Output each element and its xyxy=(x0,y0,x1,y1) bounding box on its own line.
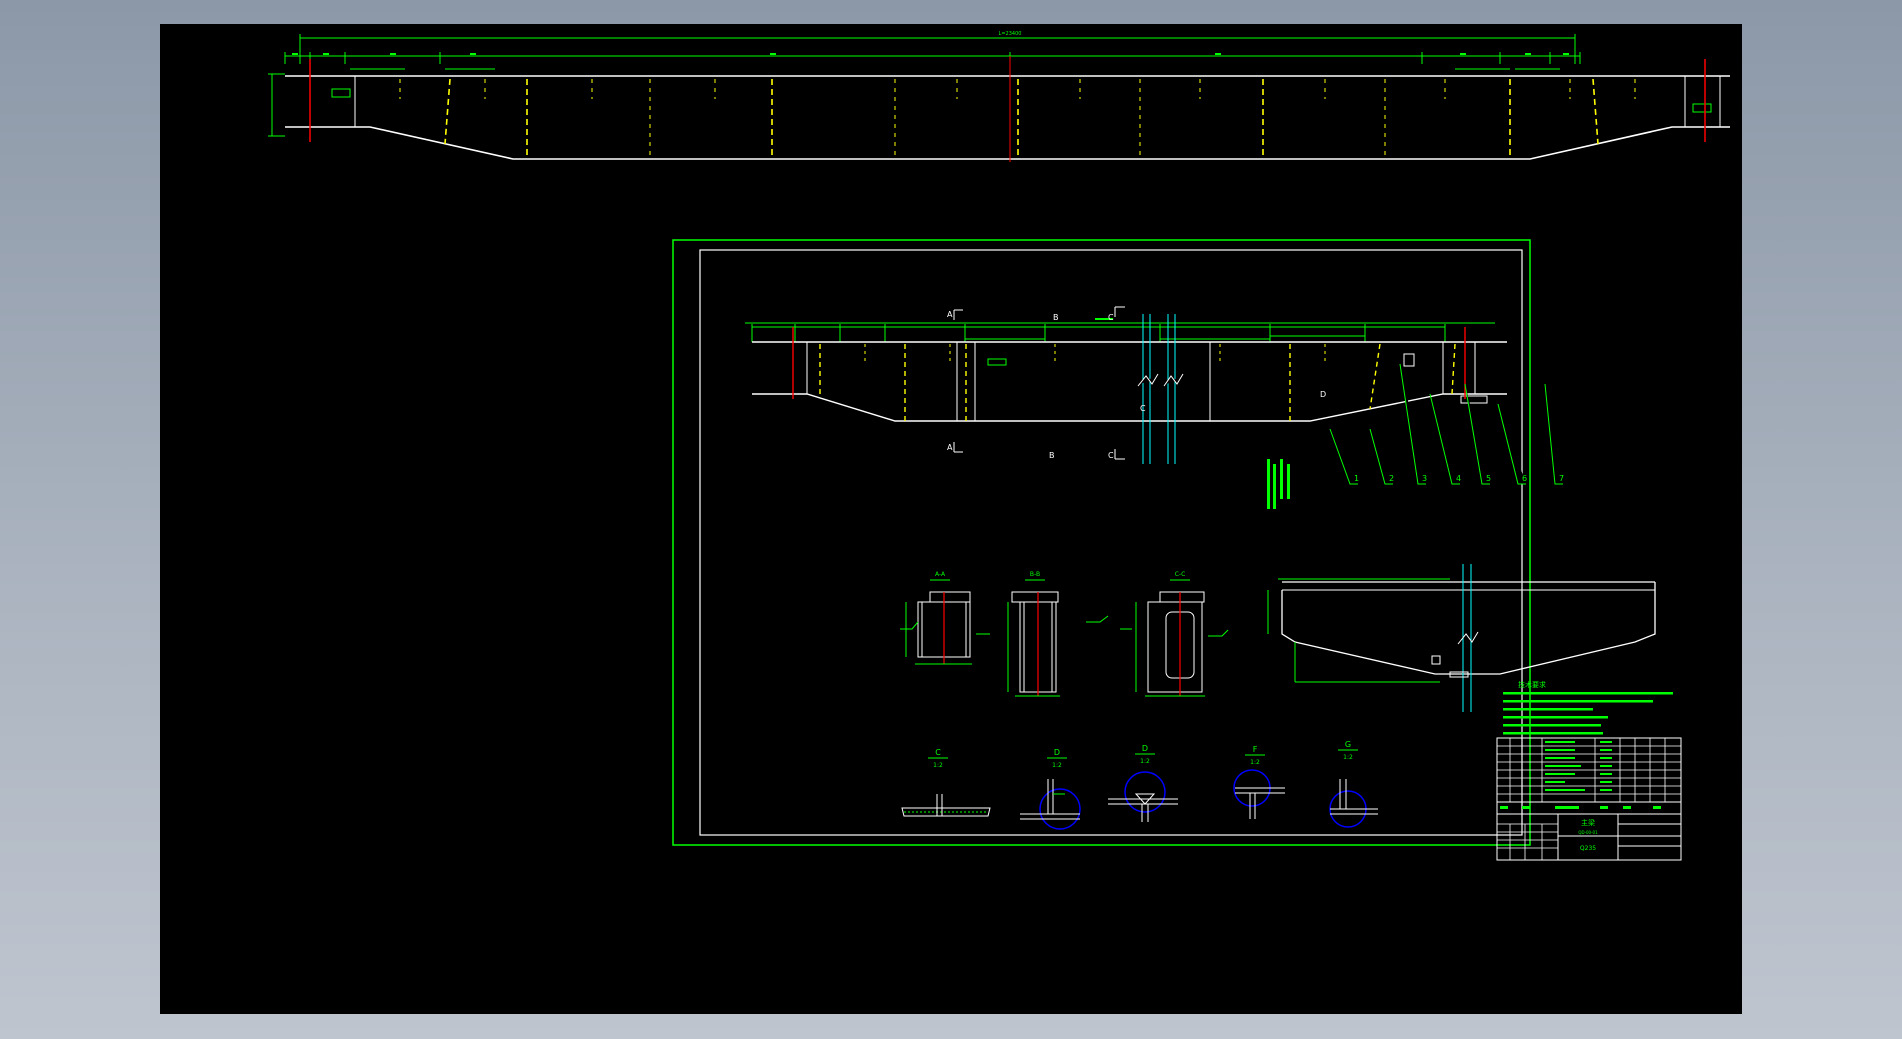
section-mark-c-top: C xyxy=(1108,313,1114,322)
technical-notes: 技术要求 xyxy=(1503,680,1673,735)
notes-title: 技术要求 xyxy=(1518,680,1546,689)
part-number-4: 4 xyxy=(1456,474,1461,483)
detail-callout-d: D xyxy=(1320,390,1326,399)
detail-f-scale: 1:2 xyxy=(1250,759,1260,766)
drawing-sheet: A A B B C C C D xyxy=(672,239,1682,861)
top-girder-elevation: L=23400 xyxy=(268,31,1730,162)
section-view-a-a-label: A-A xyxy=(935,571,946,578)
detail-d-scale: 1:2 xyxy=(1052,762,1062,769)
section-views: A-A B-B C-C xyxy=(900,571,1229,697)
section-mark-b-bottom: B xyxy=(1049,451,1055,460)
detail-f-label: F xyxy=(1253,745,1258,754)
section-mark-c-bottom: C xyxy=(1108,451,1114,460)
title-block-drawing-no: QD-00-01 xyxy=(1578,830,1598,835)
title-block-name: 主梁 xyxy=(1581,818,1595,827)
section-view-b-b-label: B-B xyxy=(1030,571,1040,578)
sheet-main-elevation: A A B B C C C D xyxy=(745,306,1564,509)
detail-views: C 1:2 D 1:2 D 1:2 xyxy=(901,740,1378,830)
sheet-outer-border xyxy=(672,239,1531,846)
detail-callout-c: C xyxy=(1140,404,1146,413)
detail-c-label: C xyxy=(935,748,941,757)
cad-viewport[interactable]: L=23400 xyxy=(160,24,1742,1014)
detail-d-label: D xyxy=(1054,748,1060,757)
title-block: 主梁 QD-00-01 Q235 xyxy=(1496,737,1682,861)
title-block-material: Q235 xyxy=(1580,845,1596,852)
overall-dimension-label: L=23400 xyxy=(999,31,1022,37)
sheet-inner-border xyxy=(699,249,1523,836)
section-view-c-c-label: C-C xyxy=(1175,571,1186,578)
detail-c-scale: 1:2 xyxy=(933,762,943,769)
section-mark-a-top: A xyxy=(947,310,953,319)
cad-drawing-canvas[interactable]: L=23400 xyxy=(160,24,1742,1014)
partial-elevation xyxy=(1267,564,1656,712)
detail-g-label: G xyxy=(1345,740,1351,749)
part-number-1: 1 xyxy=(1354,474,1359,483)
detail-e-scale: 1:2 xyxy=(1140,758,1150,765)
part-number-2: 2 xyxy=(1389,474,1394,483)
section-mark-b-top: B xyxy=(1053,313,1059,322)
detail-e-label: D xyxy=(1142,744,1148,753)
detail-g-scale: 1:2 xyxy=(1343,754,1353,761)
part-number-5: 5 xyxy=(1486,474,1491,483)
part-number-7: 7 xyxy=(1559,474,1564,483)
part-number-3: 3 xyxy=(1422,474,1427,483)
section-mark-a-bottom: A xyxy=(947,443,953,452)
part-number-6: 6 xyxy=(1522,474,1527,483)
